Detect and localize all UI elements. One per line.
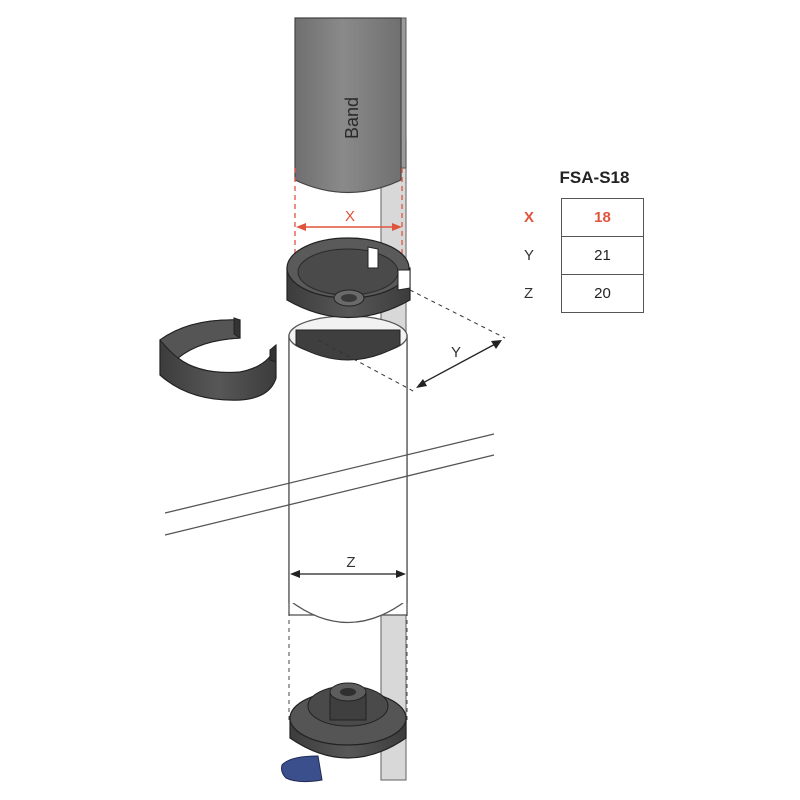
- c-ring-clip: [159, 317, 277, 401]
- x-dim-label: X: [345, 208, 355, 225]
- spec-key: X: [524, 209, 535, 226]
- cross-rod: [164, 433, 495, 536]
- band-cylinder: Band: [294, 17, 407, 193]
- spec-value: 20: [561, 274, 644, 313]
- spec-key: Y: [524, 247, 535, 264]
- spec-row-y: Y 21: [516, 236, 644, 275]
- x-guide-lines: [294, 168, 403, 285]
- top-cap: [286, 237, 411, 361]
- spec-value: 21: [561, 236, 644, 275]
- y-dim-label: Y: [451, 344, 461, 361]
- band-label: Band: [342, 97, 362, 139]
- x-dimension: X: [296, 208, 402, 231]
- spec-key: Z: [524, 285, 534, 302]
- spec-value: 18: [561, 198, 644, 237]
- end-plug: [281, 682, 407, 783]
- spec-table: X 18 Y 21 Z 20: [516, 198, 644, 313]
- z-dimension: Z: [290, 554, 406, 578]
- spec-title: FSA-S18: [559, 168, 630, 187]
- z-guide-lines: [288, 612, 408, 722]
- z-dim-label: Z: [346, 554, 355, 571]
- y-dimension: Y: [317, 289, 506, 393]
- spec-row-x: X 18: [516, 198, 644, 237]
- spec-row-z: Z 20: [516, 274, 644, 313]
